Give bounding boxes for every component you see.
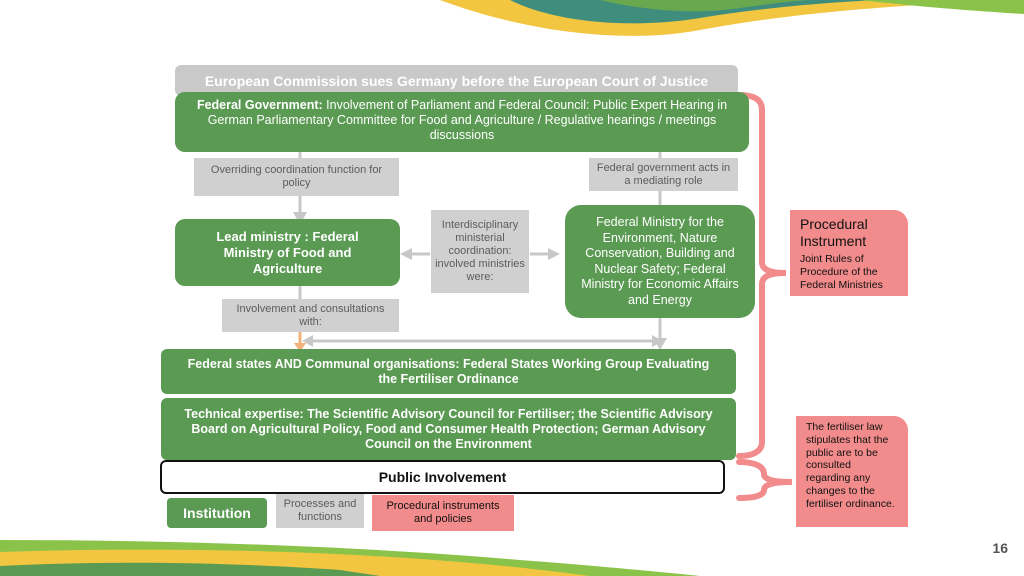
- fertiliser-law-text: The fertiliser law stipulates that the p…: [806, 421, 895, 510]
- federal-government-box: Federal Government: Involvement of Parli…: [175, 92, 749, 152]
- federal-government-label: Federal Government:: [196, 98, 323, 112]
- legend-processes-text: Processes and functions: [283, 498, 357, 523]
- mediating-role-text: Federal government acts in a mediating r…: [596, 161, 731, 187]
- lead-ministry-box: Lead ministry : Federal Ministry of Food…: [175, 219, 400, 286]
- federal-government-text: Involvement of Parliament and Federal Co…: [207, 98, 728, 142]
- overriding-coordination-text: Overriding coordination function for pol…: [210, 164, 383, 189]
- title-text: European Commission sues Germany before …: [204, 72, 709, 89]
- environment-ministry-box: Federal Ministry for the Environment, Na…: [565, 205, 755, 318]
- technical-expertise-text: Technical expertise: The Scientific Advi…: [184, 406, 713, 451]
- bottom-wave-decoration: [0, 540, 700, 576]
- fertiliser-law-box: The fertiliser law stipulates that the p…: [796, 416, 908, 527]
- page-number: 16: [992, 540, 1008, 556]
- legend-procedural: Procedural instruments and policies: [372, 495, 514, 531]
- procedural-instrument-text: Joint Rules of Procedure of the Federal …: [800, 253, 883, 291]
- federal-states-text: Federal states AND Communal organisation…: [187, 356, 710, 386]
- pink-brackets: [736, 92, 793, 501]
- procedural-instrument-box: Procedural Instrument Joint Rules of Pro…: [790, 210, 908, 296]
- legend-institution-text: Institution: [183, 505, 251, 521]
- interdisciplinary-box: Interdisciplinary ministerial coordinati…: [431, 210, 529, 293]
- mediating-role-box: Federal government acts in a mediating r…: [589, 158, 738, 191]
- overriding-coordination-box: Overriding coordination function for pol…: [194, 158, 399, 196]
- top-wave-decoration: [440, 0, 1024, 36]
- technical-expertise-box: Technical expertise: The Scientific Advi…: [161, 398, 736, 460]
- lead-ministry-text: Lead ministry : Federal Ministry of Food…: [216, 228, 359, 276]
- environment-ministry-text: Federal Ministry for the Environment, Na…: [581, 215, 739, 307]
- public-involvement-box: Public Involvement: [160, 460, 725, 494]
- legend-processes: Processes and functions: [276, 494, 364, 528]
- legend-institution: Institution: [167, 498, 267, 528]
- title-bar: European Commission sues Germany before …: [175, 65, 738, 96]
- legend-procedural-text: Procedural instruments and policies: [386, 500, 500, 525]
- interdisciplinary-text: Interdisciplinary ministerial coordinati…: [435, 219, 525, 283]
- procedural-instrument-title: Procedural Instrument: [800, 216, 868, 249]
- federal-states-box: Federal states AND Communal organisation…: [161, 349, 736, 394]
- involvement-consultations-box: Involvement and consultations with:: [222, 299, 399, 332]
- public-involvement-text: Public Involvement: [378, 469, 507, 485]
- involvement-consultations-text: Involvement and consultations with:: [236, 302, 385, 328]
